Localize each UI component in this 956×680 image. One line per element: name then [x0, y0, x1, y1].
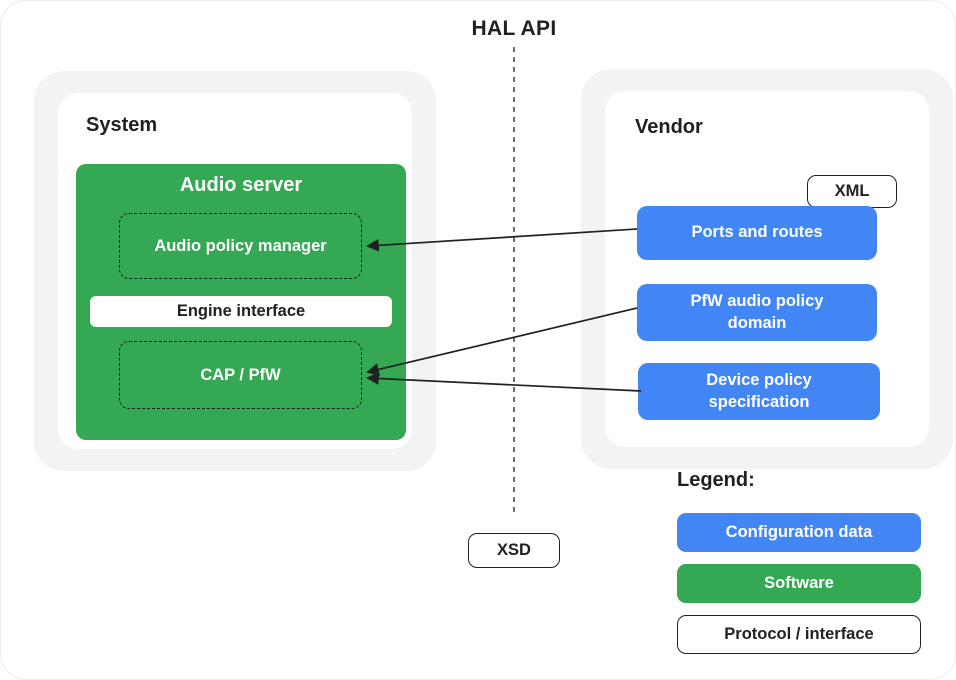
vendor-label: Vendor — [635, 116, 703, 138]
legend-item-configuration-data: Configuration data — [677, 513, 921, 552]
hal-api-label: HAL API — [471, 17, 557, 40]
pfw-audio-policy-domain-label: PfW audio policy domain — [690, 292, 824, 332]
xml-badge-label: XML — [834, 182, 870, 200]
audio-server-title: Audio server — [179, 174, 303, 196]
audio-policy-manager-box: Audio policy manager — [119, 213, 362, 279]
engine-interface-box: Engine interface — [90, 296, 392, 327]
system-label: System — [86, 114, 158, 136]
device-policy-specification-label: Device policy specification — [706, 371, 812, 411]
xml-badge: XML — [807, 175, 897, 208]
ports-and-routes-box: Ports and routes — [637, 206, 877, 260]
legend-item-protocol-interface: Protocol / interface — [677, 615, 921, 654]
xsd-badge: XSD — [468, 533, 560, 568]
device-policy-specification-box: Device policy specification — [638, 363, 880, 420]
ports-and-routes-label: Ports and routes — [691, 223, 823, 242]
cap-pfw-box: CAP / PfW — [119, 341, 362, 409]
xsd-badge-label: XSD — [497, 541, 531, 559]
system-container: System Audio server Audio policy manager… — [34, 71, 436, 471]
legend-protocol-interface-label: Protocol / interface — [724, 625, 874, 643]
legend-configuration-data-label: Configuration data — [725, 523, 873, 541]
legend-software-label: Software — [764, 574, 834, 592]
audio-server-box: Audio server Audio policy manager Engine… — [76, 164, 406, 440]
legend-title: Legend: — [677, 469, 755, 491]
audio-policy-manager-label: Audio policy manager — [154, 236, 327, 255]
cap-pfw-label: CAP / PfW — [200, 365, 281, 384]
legend-item-software: Software — [677, 564, 921, 603]
pfw-audio-policy-domain-box: PfW audio policy domain — [637, 284, 877, 341]
engine-interface-label: Engine interface — [176, 302, 306, 320]
vendor-container: Vendor XML Ports and routes PfW audio po… — [581, 69, 953, 469]
